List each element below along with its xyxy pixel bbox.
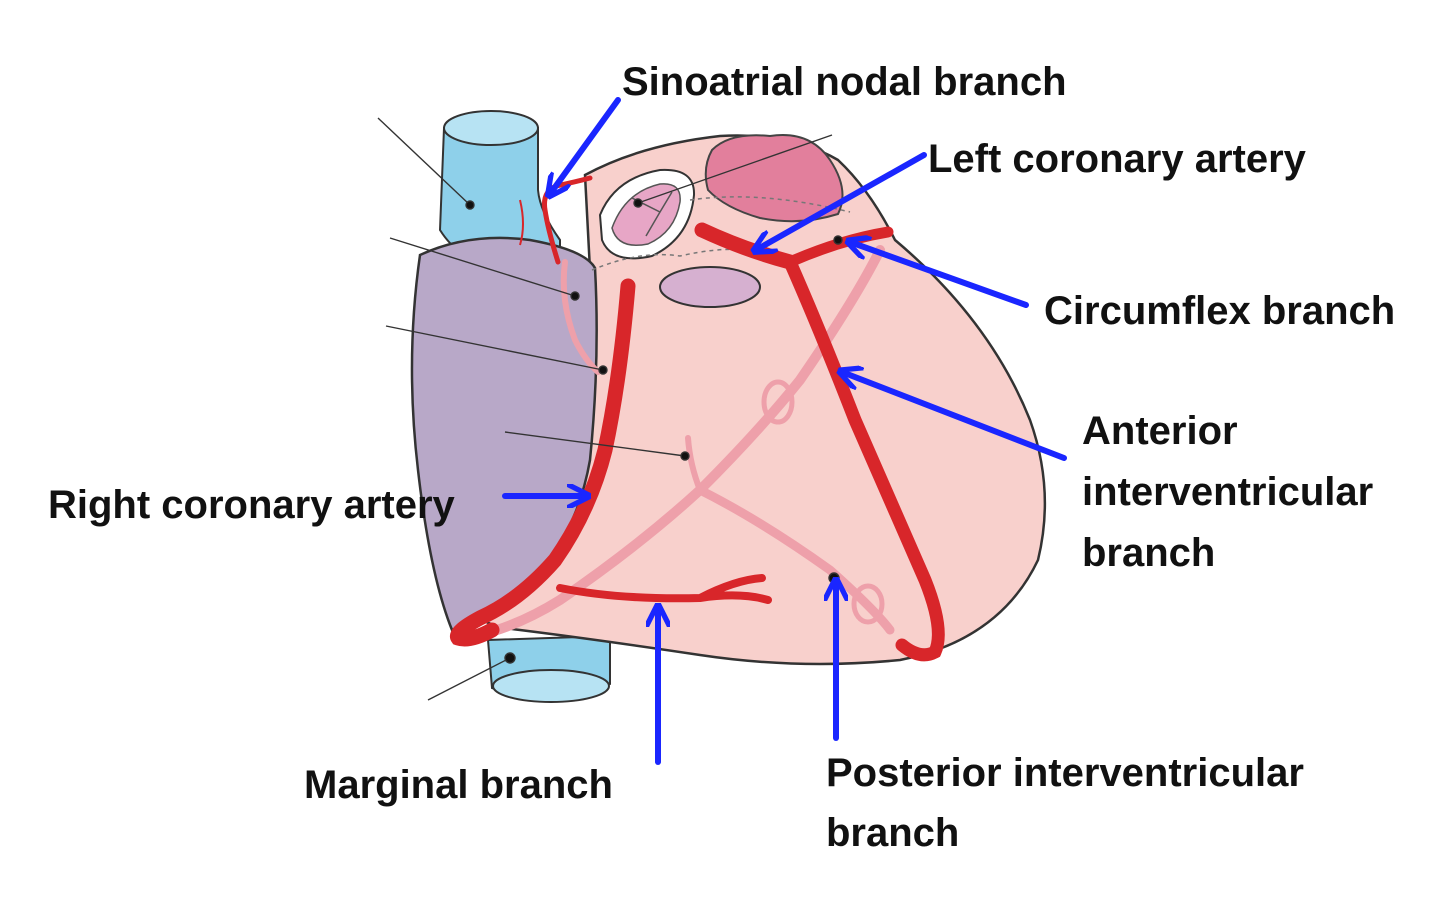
inferior-vena-cava bbox=[486, 634, 611, 703]
label-anterior-line2: interventricular bbox=[1082, 470, 1373, 514]
marginal-artery-vessel bbox=[556, 574, 772, 604]
pulmonary-trunk bbox=[659, 266, 761, 308]
label-anterior-line3: branch bbox=[1082, 531, 1215, 575]
anterior-interventricular-arrow bbox=[842, 372, 1067, 461]
label-arrows bbox=[502, 97, 1067, 765]
right-coronary-artery-vessel bbox=[450, 278, 636, 647]
left-coronary-arrow bbox=[756, 152, 927, 250]
pointer-lines bbox=[377, 117, 843, 701]
superior-vena-cava bbox=[438, 110, 561, 274]
label-left-coronary-artery: Left coronary artery bbox=[928, 137, 1307, 181]
label-circumflex-branch: Circumflex branch bbox=[1044, 289, 1395, 333]
circumflex-arrow bbox=[850, 242, 1029, 308]
label-marginal-branch: Marginal branch bbox=[304, 763, 613, 807]
sinoatrial-small-vessel bbox=[519, 199, 524, 246]
left-atrial-appendage bbox=[704, 134, 844, 223]
posterior-vessels bbox=[475, 245, 895, 640]
label-right-coronary-artery: Right coronary artery bbox=[48, 483, 456, 527]
label-posterior-line2: branch bbox=[826, 811, 959, 855]
label-anterior-line1: Anterior bbox=[1082, 409, 1238, 453]
label-posterior-line1: Posterior interventricular bbox=[826, 751, 1304, 795]
sinoatrial-arrow bbox=[550, 97, 621, 194]
dotted-outline bbox=[591, 196, 851, 271]
label-sinoatrial-nodal-branch: Sinoatrial nodal branch bbox=[622, 60, 1067, 104]
